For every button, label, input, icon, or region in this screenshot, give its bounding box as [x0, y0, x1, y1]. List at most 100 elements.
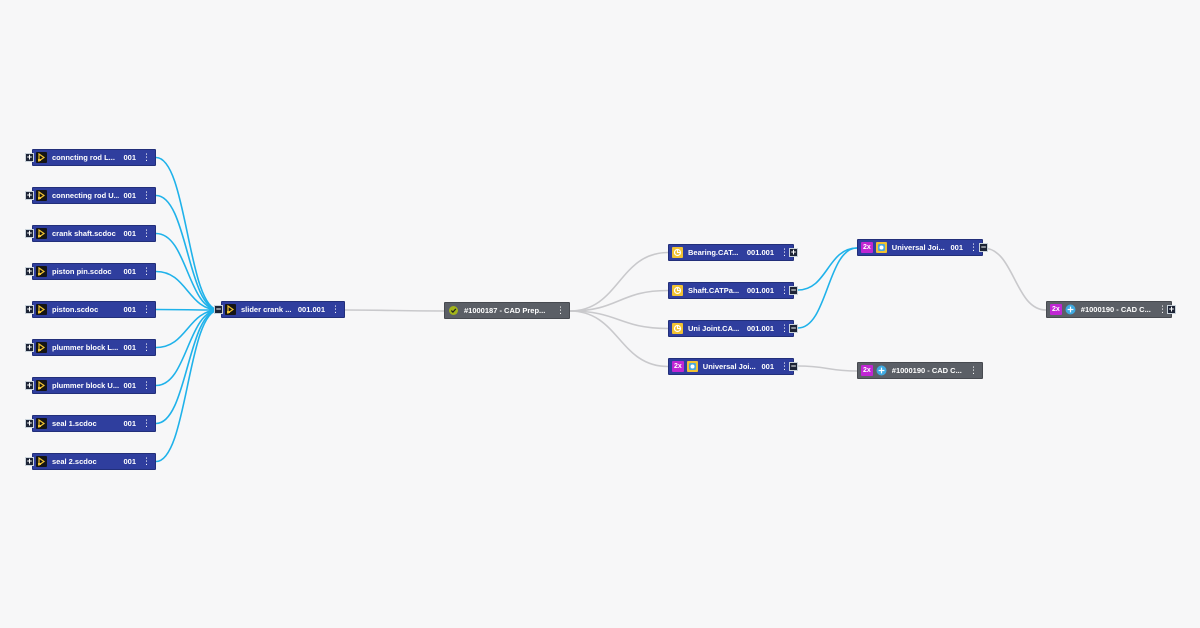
- node-label: seal 2.scdoc: [52, 457, 97, 466]
- node-version: 001: [123, 267, 136, 276]
- kebab-icon[interactable]: ⋮: [142, 152, 151, 162]
- expand-icon[interactable]: +: [25, 190, 34, 200]
- sc-file-icon: [36, 190, 47, 201]
- kebab-icon[interactable]: ⋮: [142, 456, 151, 466]
- input-file-node[interactable]: plummer block U...001 ⋮: [32, 377, 156, 394]
- plus-circle-icon: [1065, 304, 1076, 315]
- node-label: piston pin.scdoc: [52, 267, 112, 276]
- plus-circle-icon: [876, 365, 887, 376]
- expand-icon[interactable]: +: [25, 342, 34, 352]
- collapse-icon[interactable]: −: [214, 304, 223, 314]
- process-edge: [982, 247, 1047, 311]
- expand-icon[interactable]: +: [25, 266, 34, 276]
- input-file-node[interactable]: conncting rod L... 001 ⋮: [32, 149, 156, 166]
- input-file-node[interactable]: seal 2.scdoc 001 ⋮: [32, 453, 156, 470]
- expand-icon[interactable]: +: [25, 304, 34, 314]
- collapse-icon[interactable]: −: [789, 361, 798, 371]
- dependency-edge: [155, 309, 220, 387]
- merge-edge: [797, 247, 858, 329]
- node-version: 001: [123, 229, 136, 238]
- node-label: plummer block U...: [52, 381, 120, 390]
- count-badge: 2x: [1050, 304, 1062, 315]
- node-label: piston.scdoc: [52, 305, 99, 314]
- output-file-node[interactable]: Shaft.CATPa...001.001⋮: [668, 282, 794, 299]
- node-version: 001: [123, 191, 136, 200]
- catia-part-icon: [672, 323, 683, 334]
- sc-file-icon: [36, 228, 47, 239]
- universal-joint-icon: [686, 361, 698, 372]
- input-file-node[interactable]: piston.scdoc 001 ⋮: [32, 301, 156, 318]
- node-label: Shaft.CATPa...: [688, 286, 740, 295]
- kebab-icon[interactable]: ⋮: [780, 247, 789, 257]
- node-label: conncting rod L...: [52, 153, 115, 162]
- node-label: #1000187 - CAD Prep...: [464, 306, 546, 315]
- kebab-icon[interactable]: ⋮: [142, 266, 151, 276]
- expand-icon[interactable]: +: [789, 247, 798, 257]
- dependency-edge: [155, 232, 220, 311]
- expand-icon[interactable]: +: [1167, 304, 1176, 314]
- node-label: Universal Joi...: [891, 243, 945, 252]
- node-label: connecting rod U...: [52, 191, 120, 200]
- job-node[interactable]: 2x#1000190 - CAD C...⋮: [857, 362, 983, 379]
- expand-icon[interactable]: +: [25, 152, 34, 162]
- job-node[interactable]: 2x#1000190 - CAD C...⋮: [1046, 301, 1172, 318]
- job-node[interactable]: #1000187 - CAD Prep... ⋮: [444, 302, 570, 319]
- node-version: 001: [123, 305, 136, 314]
- kebab-icon[interactable]: ⋮: [969, 365, 978, 375]
- output-file-node[interactable]: Uni Joint.CA...001.001⋮: [668, 320, 794, 337]
- node-version: 001: [123, 153, 136, 162]
- universal-joint-icon: [875, 242, 887, 253]
- kebab-icon[interactable]: ⋮: [142, 380, 151, 390]
- node-version: 001: [123, 419, 136, 428]
- node-label: plummer block L...: [52, 343, 119, 352]
- node-label: Bearing.CAT...: [688, 248, 739, 257]
- assembly-node[interactable]: slider crank ...001.001⋮: [221, 301, 345, 318]
- dependency-edge: [155, 309, 220, 463]
- expand-icon[interactable]: +: [25, 418, 34, 428]
- kebab-icon[interactable]: ⋮: [142, 190, 151, 200]
- collapse-icon[interactable]: −: [789, 285, 798, 295]
- expand-icon[interactable]: +: [25, 228, 34, 238]
- expand-icon[interactable]: +: [25, 456, 34, 466]
- sc-file-icon: [36, 304, 47, 315]
- collapse-icon[interactable]: −: [979, 242, 988, 252]
- kebab-icon[interactable]: ⋮: [780, 285, 789, 295]
- kebab-icon[interactable]: ⋮: [556, 305, 565, 315]
- kebab-icon[interactable]: ⋮: [142, 342, 151, 352]
- sc-file-icon: [36, 266, 47, 277]
- kebab-icon[interactable]: ⋮: [780, 361, 789, 371]
- kebab-icon[interactable]: ⋮: [142, 418, 151, 428]
- input-file-node[interactable]: connecting rod U...001 ⋮: [32, 187, 156, 204]
- input-file-node[interactable]: plummer block L...001⋮: [32, 339, 156, 356]
- process-edge: [344, 309, 445, 312]
- merge-edge: [797, 247, 858, 291]
- kebab-icon[interactable]: ⋮: [969, 242, 978, 252]
- sc-file-icon: [36, 418, 47, 429]
- output-edge: [569, 251, 669, 312]
- kebab-icon[interactable]: ⋮: [780, 323, 789, 333]
- dependency-edge: [155, 308, 220, 311]
- node-version: 001: [123, 457, 136, 466]
- node-label: #1000190 - CAD C...: [891, 366, 962, 375]
- dependency-edge: [155, 309, 220, 349]
- kebab-icon[interactable]: ⋮: [142, 304, 151, 314]
- kebab-icon[interactable]: ⋮: [1158, 304, 1167, 314]
- kebab-icon[interactable]: ⋮: [331, 304, 340, 314]
- check-icon: [448, 305, 459, 316]
- kebab-icon[interactable]: ⋮: [142, 228, 151, 238]
- dependency-edge: [155, 270, 220, 311]
- expand-icon[interactable]: +: [25, 380, 34, 390]
- dependency-edge: [155, 309, 220, 425]
- process-edge: [797, 365, 858, 372]
- output-file-node[interactable]: Bearing.CAT...001.001⋮: [668, 244, 794, 261]
- node-version: 001: [123, 381, 136, 390]
- input-file-node[interactable]: piston pin.scdoc 001 ⋮: [32, 263, 156, 280]
- sc-file-icon: [36, 380, 47, 391]
- collapse-icon[interactable]: −: [789, 323, 798, 333]
- node-version: 001: [950, 243, 963, 252]
- catia-part-icon: [672, 285, 683, 296]
